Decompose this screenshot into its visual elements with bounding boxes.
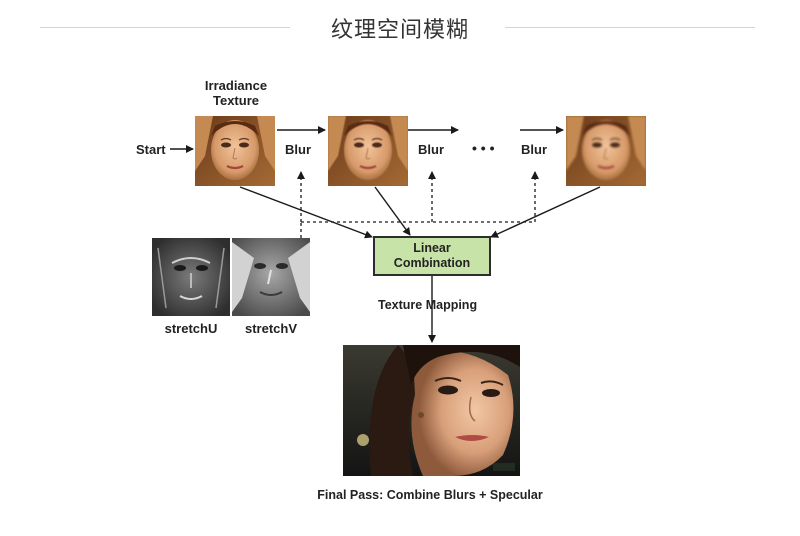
irradiance-texture-label: Irradiance Texture xyxy=(190,78,282,108)
ellipsis-dots: • • • xyxy=(472,140,495,156)
stretch-u-image xyxy=(152,238,230,316)
blur-label-2: Blur xyxy=(418,142,444,157)
combination-line1: Linear xyxy=(413,241,451,255)
stretch-v-label: stretchV xyxy=(244,321,298,336)
tex1-to-combo xyxy=(239,186,373,239)
blurred-texture-n-image xyxy=(566,116,646,186)
blurred-texture-1-image xyxy=(328,116,408,186)
irradiance-texture-image xyxy=(195,116,275,186)
stretch-v-image xyxy=(232,238,310,316)
linear-combination-box: Linear Combination xyxy=(373,236,491,276)
title-rule-right xyxy=(505,27,755,28)
stretch-u-label: stretchU xyxy=(164,321,218,336)
blur-label-1: Blur xyxy=(285,142,311,157)
final-render-image xyxy=(343,345,520,476)
combination-line2: Combination xyxy=(393,256,471,270)
start-label: Start xyxy=(136,142,166,157)
tex4-to-combo xyxy=(490,186,601,238)
title-rule-left xyxy=(40,27,290,28)
irradiance-label-line1: Irradiance xyxy=(204,78,268,93)
page-title: 纹理空间模糊 xyxy=(330,18,469,43)
final-caption: Final Pass: Combine Blurs + Specular xyxy=(317,488,543,502)
irradiance-label-line2: Texture xyxy=(213,93,259,108)
texture-mapping-label: Texture Mapping xyxy=(378,298,478,312)
tex2-to-combo xyxy=(374,186,411,236)
blur-label-3: Blur xyxy=(521,142,547,157)
